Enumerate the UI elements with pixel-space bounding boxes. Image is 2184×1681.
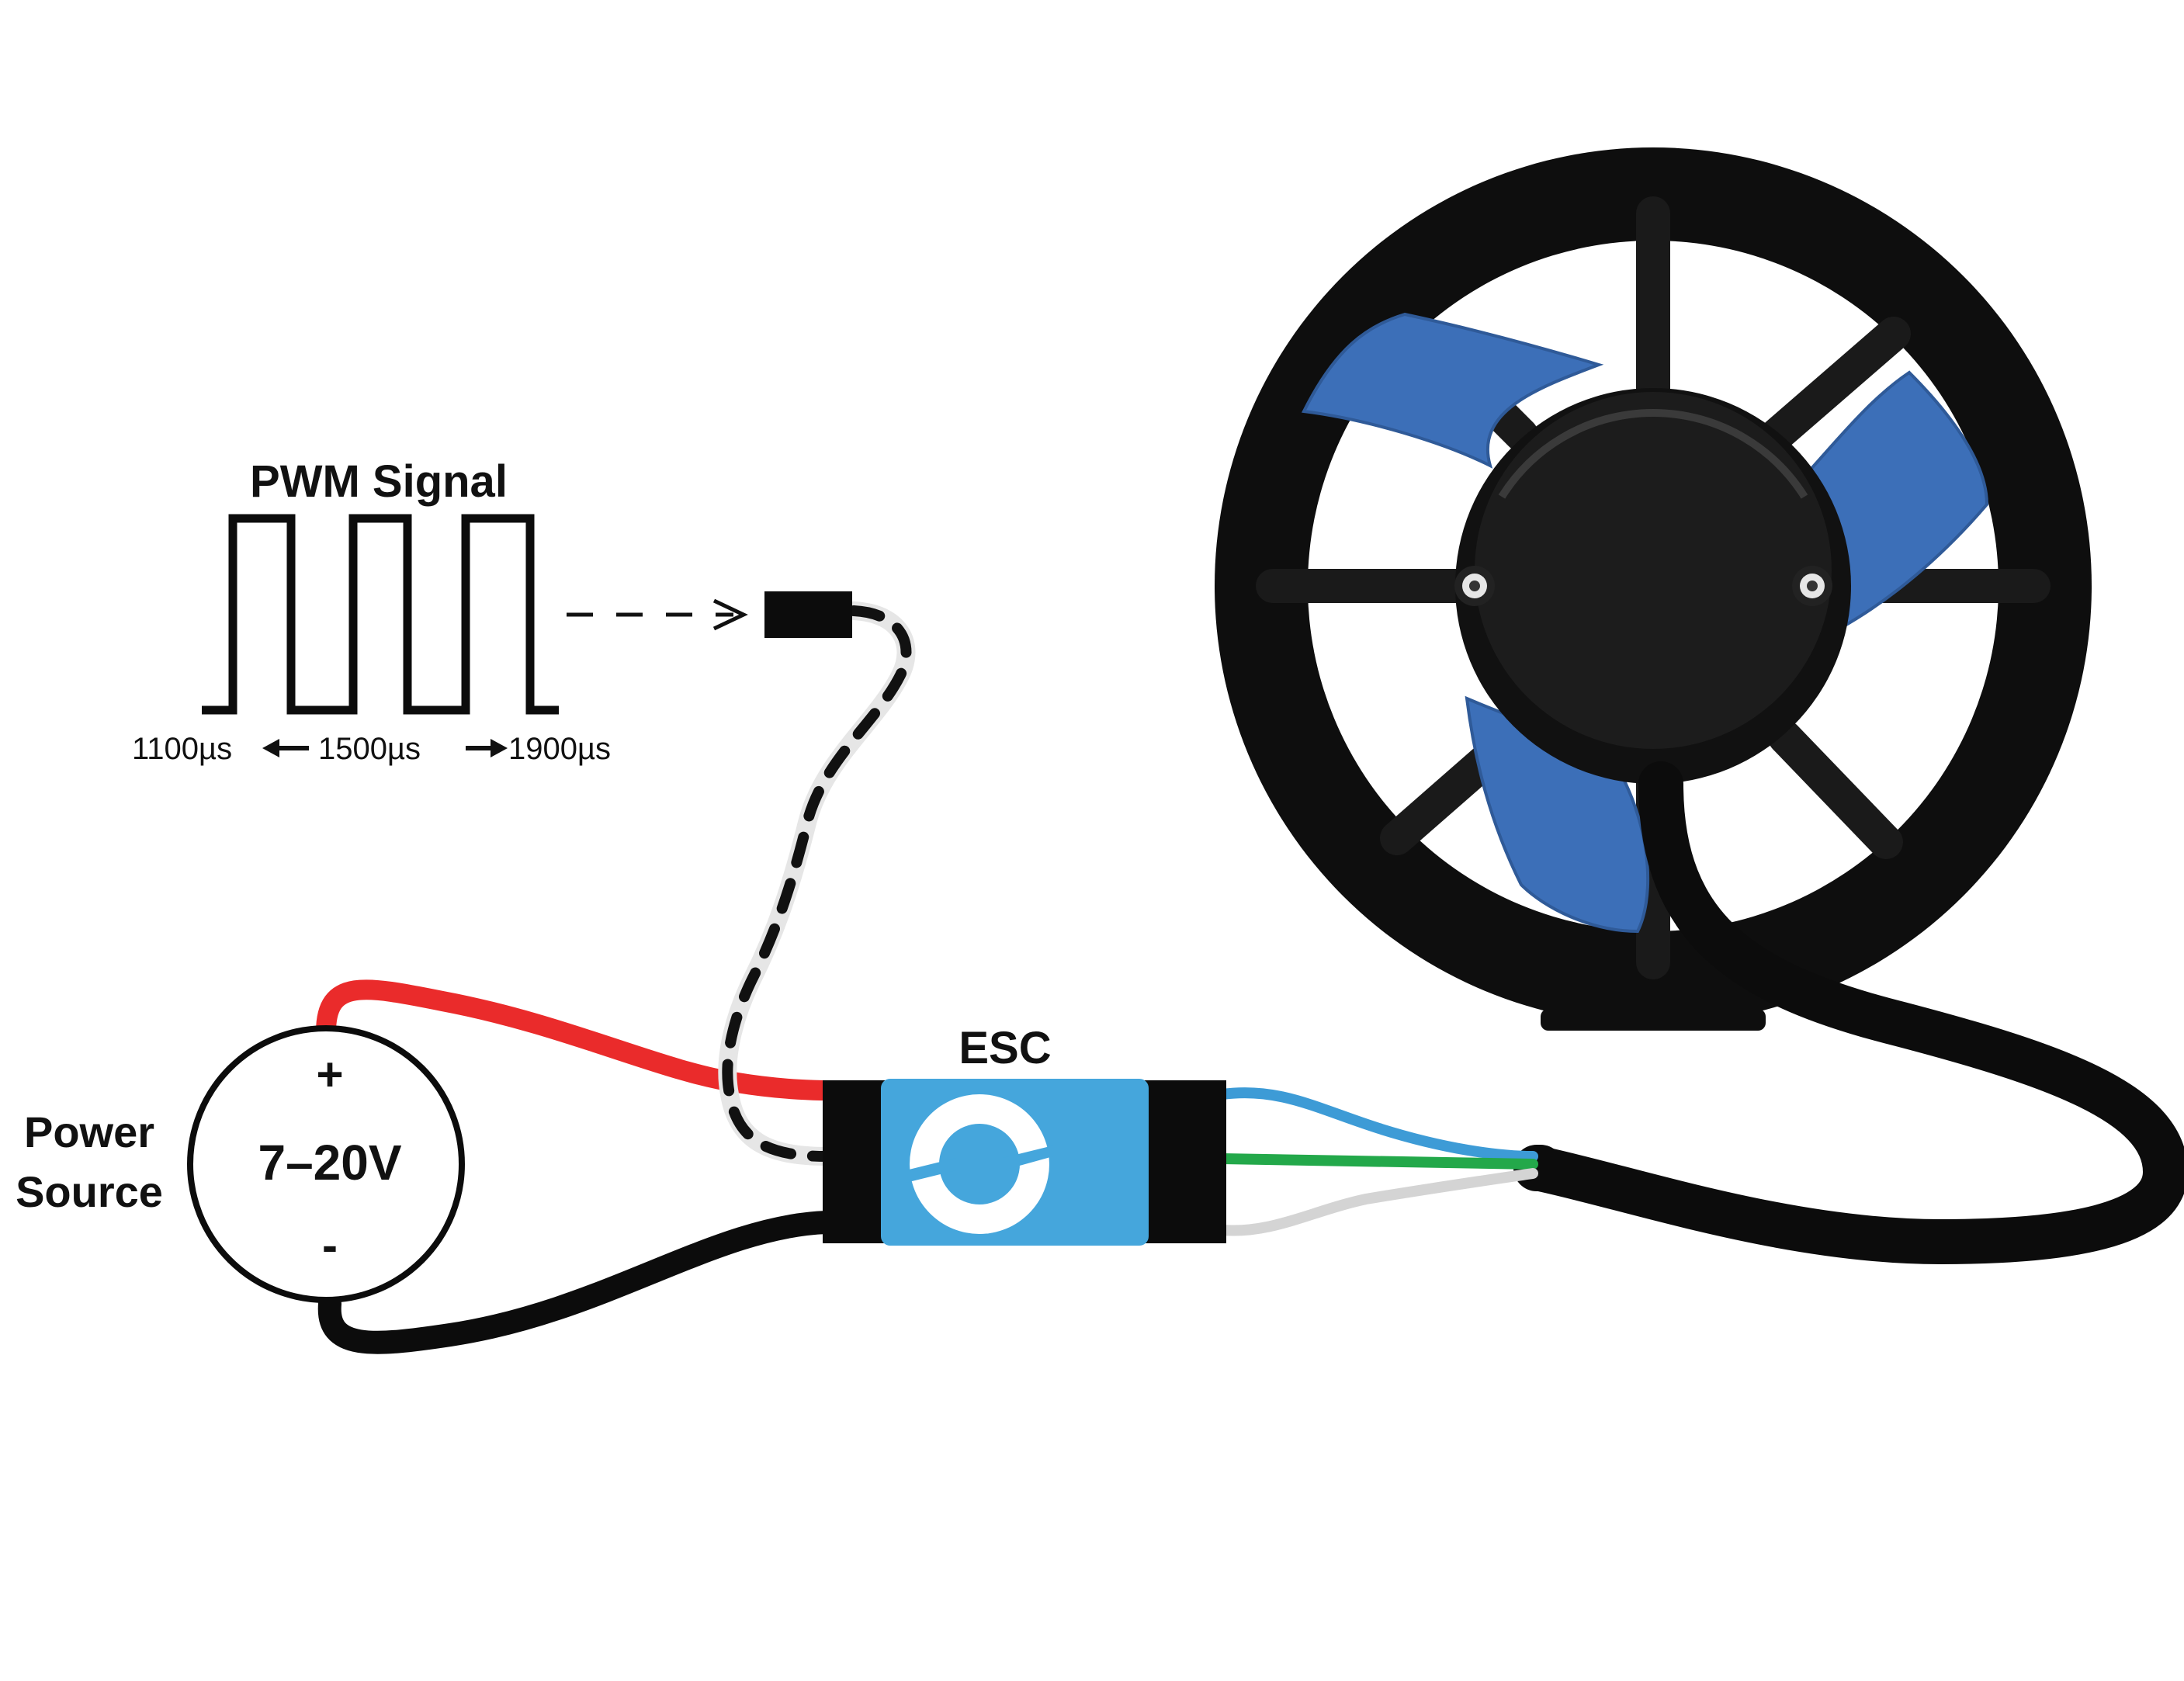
propeller-blade-top (1301, 312, 1604, 469)
esc-label: ESC (959, 1023, 1051, 1073)
hub-screws (1454, 566, 1832, 606)
phase-wire-b (1217, 1153, 1538, 1170)
thruster (1215, 147, 2092, 1031)
signal-connector (764, 591, 852, 638)
phase-wire-a (1217, 1087, 1538, 1162)
power-positive-wire (316, 979, 837, 1100)
power-minus: - (322, 1219, 338, 1271)
phase-wire-c (1217, 1168, 1538, 1236)
signal-wire-white (718, 601, 916, 1166)
pwm-title: PWM Signal (250, 456, 508, 507)
esc-logo-icon (906, 1094, 1053, 1234)
pwm-min-label: 1100µs (132, 732, 232, 766)
power-plus: + (316, 1048, 343, 1100)
power-source: + 7–20V - Power Source (16, 1025, 465, 1303)
power-negative-wire (317, 1211, 838, 1354)
arrow-right-icon (466, 739, 508, 757)
arrow-left-icon (262, 739, 309, 757)
power-label-line2: Source (16, 1167, 163, 1216)
thruster-cable (1514, 761, 2184, 1265)
esc: ESC (823, 1023, 1226, 1246)
power-label-line1: Power (24, 1107, 154, 1156)
signal-wire-black (722, 605, 912, 1162)
wires (316, 591, 2184, 1354)
power-voltage: 7–20V (258, 1135, 401, 1191)
thruster-mount (1541, 1009, 1766, 1031)
power-source-circle (187, 1025, 465, 1303)
pwm-max-label: 1900µs (508, 732, 611, 766)
pwm-mid-label: 1500µs (318, 732, 421, 766)
pwm-signal: PWM Signal 1100µs 1500µs 1900µs (132, 456, 611, 766)
pwm-waveform (202, 514, 559, 715)
dashed-arrow-icon (567, 598, 748, 631)
